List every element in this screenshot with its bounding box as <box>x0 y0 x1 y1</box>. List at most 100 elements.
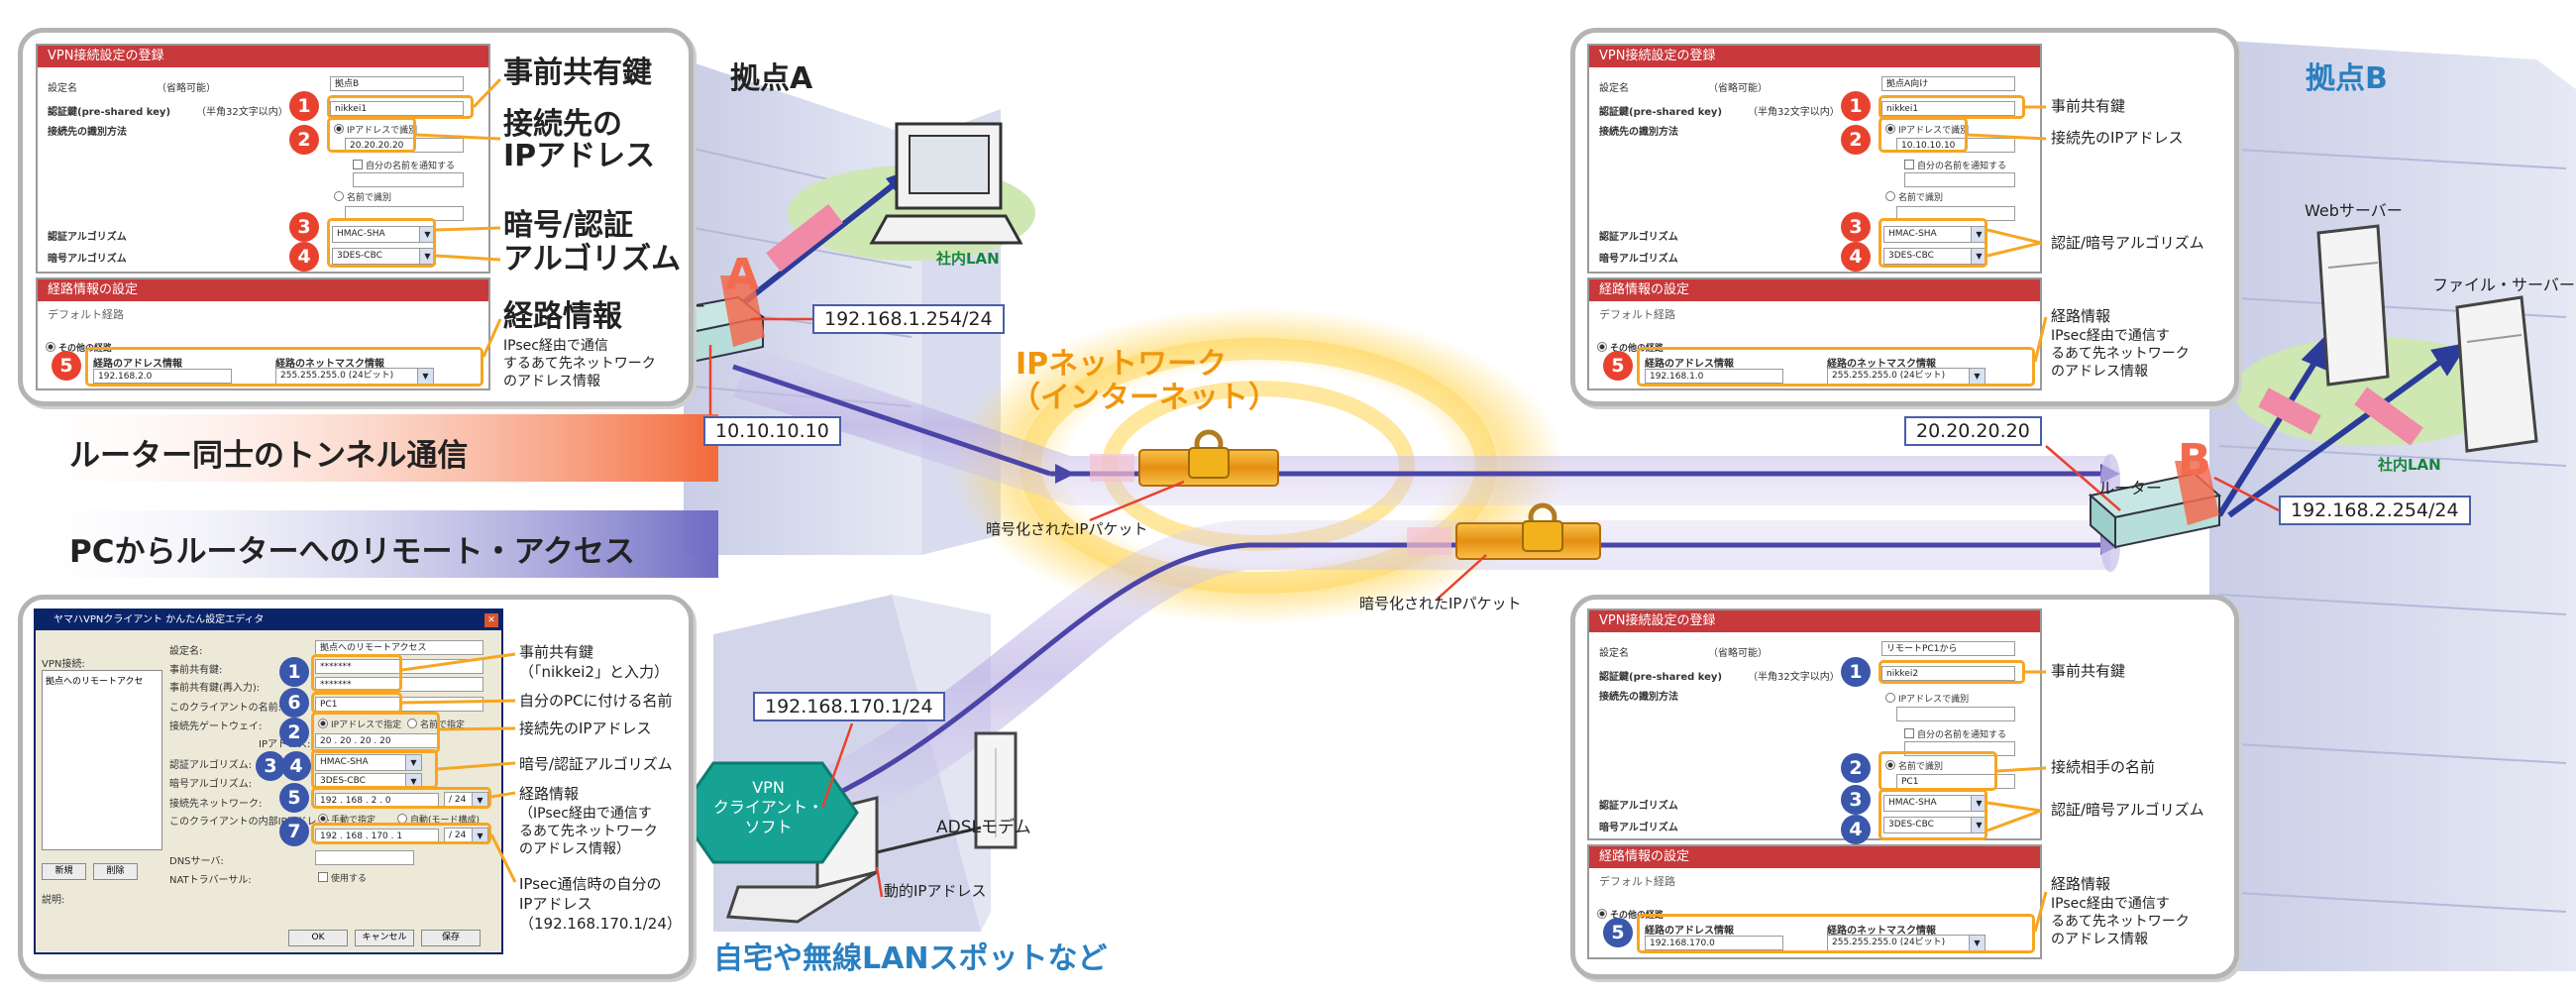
badge-5-a: 5 <box>52 351 81 381</box>
home-title: 自宅や無線LANスポットなど <box>713 941 1108 976</box>
enc-label: 暗号アルゴリズム: <box>169 779 253 790</box>
enc-select[interactable]: 3DES-CBC▼ <box>332 248 436 265</box>
own-ip-manual-radio[interactable]: 手動で指定 <box>318 813 376 826</box>
auth-select[interactable]: HMAC-SHA▼ <box>315 754 422 771</box>
delete-button[interactable]: 削除 <box>93 863 138 880</box>
name-input[interactable]: 拠点へのリモートアクセス <box>315 640 483 655</box>
callout-b1-peer: 接続先のIPアドレス <box>2051 129 2184 147</box>
gateway-label: 接続先ゲートウェイ: <box>169 721 263 732</box>
callout-a-algo-2: アルゴリズム <box>503 242 682 277</box>
peer-ip-input[interactable] <box>1896 707 2015 721</box>
encrypted-packet-label-1: 暗号化されたIPパケット <box>986 520 1148 538</box>
chevron-down-icon: ▼ <box>405 774 421 789</box>
by-ip-radio[interactable]: IPアドレスで識別 <box>1885 692 1969 705</box>
cancel-button[interactable]: キャンセル <box>355 930 414 946</box>
chevron-down-icon: ▼ <box>405 755 421 770</box>
auth-select[interactable]: HMAC-SHA▼ <box>1883 795 1987 812</box>
new-button[interactable]: 新規 <box>42 863 86 880</box>
client-ip: 192.168.170.1/24 <box>753 692 945 721</box>
gateway-ip-input[interactable]: 20 . 20 . 20 . 20 <box>315 733 439 748</box>
connection-tree[interactable]: 拠点へのリモートアクセ <box>42 670 162 850</box>
auth-label: 認証アルゴリズム: <box>169 760 253 771</box>
remote-band <box>0 510 718 578</box>
notify-name-check[interactable]: 自分の名前を通知する <box>353 159 455 171</box>
network-title-2: （インターネット） <box>1011 381 1278 415</box>
nat-check[interactable]: 使用する <box>318 871 367 884</box>
by-ip-radio[interactable]: IPアドレスで識別 <box>334 123 417 136</box>
chevron-down-icon: ▼ <box>1971 249 1986 264</box>
site-b-title: 拠点B <box>2306 61 2388 96</box>
leader-lines <box>708 317 2280 898</box>
chevron-down-icon: ▼ <box>419 227 435 242</box>
callout-a-route: 経路情報 <box>503 299 622 334</box>
name-input[interactable]: 拠点A向け <box>1881 76 2015 91</box>
badge-2-b1: 2 <box>1841 125 1871 155</box>
net-input[interactable]: 192 . 168 . 2 . 0 <box>315 793 439 808</box>
file-server-icon <box>2455 295 2538 453</box>
callout-b2-route: 経路情報 <box>2051 875 2111 893</box>
own-ip-label: このクライアントの内部IPアドレス: <box>169 817 330 828</box>
notify-name-input[interactable] <box>353 172 464 187</box>
gateway-by-name-radio[interactable]: 名前で指定 <box>407 718 465 730</box>
enc-select[interactable]: 3DES-CBC▼ <box>1883 248 1987 265</box>
close-icon[interactable]: ✕ <box>484 613 498 627</box>
router-a-mark: A <box>725 250 760 300</box>
callout-client-own-name: 自分のPCに付ける名前 <box>519 692 673 710</box>
name-label: 設定名 <box>1599 83 1629 94</box>
psk-input[interactable]: nikkei2 <box>1881 666 2015 681</box>
ok-button[interactable]: OK <box>288 930 348 946</box>
adsl-modem-icon <box>974 731 1018 849</box>
psk-input[interactable]: nikkei1 <box>330 101 464 116</box>
enc-label: 暗号アルゴリズム <box>48 254 127 265</box>
chevron-down-icon: ▼ <box>417 369 433 384</box>
badge-1-a: 1 <box>289 91 319 121</box>
dialog-router-a: VPN接続設定の登録 設定名 （省略可能） 拠点B 認証鍵(pre-shared… <box>36 44 490 274</box>
psk-input[interactable]: nikkei1 <box>1881 101 2015 116</box>
by-name-radio[interactable]: 名前で識別 <box>1885 190 1943 203</box>
highlight-psk-b1 <box>1878 95 2025 119</box>
dns-input[interactable] <box>315 850 414 865</box>
route-addr-input[interactable]: 192.168.2.0 <box>93 369 232 384</box>
route-addr-input[interactable]: 192.168.1.0 <box>1645 369 1783 384</box>
chevron-down-icon: ▼ <box>1969 369 1985 384</box>
tree-label: VPN接続: <box>42 659 85 670</box>
by-ip-radio[interactable]: IPアドレスで識別 <box>1885 123 1969 136</box>
name-input[interactable]: 拠点B <box>330 76 464 91</box>
method-label: 接続先の識別方法 <box>1599 127 1678 138</box>
badge-5-client: 5 <box>279 783 309 813</box>
tree-item[interactable]: 拠点へのリモートアクセ <box>46 677 144 687</box>
file-server-label: ファイル・サーバー <box>2432 276 2575 294</box>
enc-select[interactable]: 3DES-CBC▼ <box>1883 817 1987 833</box>
encrypted-packet-upper <box>1090 429 1279 487</box>
name-input[interactable]: リモートPC1から <box>1881 641 2015 656</box>
route-mask-label: 経路のネットマスク情報 <box>275 359 384 370</box>
notify-name-check[interactable]: 自分の名前を通知する <box>1904 727 2006 740</box>
router-b-lan-ip: 192.168.2.254/24 <box>2279 496 2471 525</box>
save-button[interactable]: 保存 <box>421 930 481 946</box>
router-b-mark: B <box>2178 435 2211 486</box>
chevron-down-icon: ▼ <box>419 249 435 264</box>
notify-name-input[interactable] <box>1904 172 2015 187</box>
net-label: 接続先ネットワーク: <box>169 799 263 810</box>
auth-label: 認証アルゴリズム <box>1599 801 1678 812</box>
route-addr-label: 経路のアドレス情報 <box>93 359 182 370</box>
nat-label: NATトラバーサル: <box>169 875 252 886</box>
auth-select[interactable]: HMAC-SHA▼ <box>332 226 436 243</box>
highlight-route-a <box>85 347 483 387</box>
route-addr-input[interactable]: 192.168.170.0 <box>1645 936 1783 950</box>
by-name-radio[interactable]: 名前で識別 <box>334 190 391 203</box>
own-ip-auto-radio[interactable]: 自動(モード構成) <box>397 813 480 826</box>
callout-a-peer-1: 接続先の <box>503 107 622 142</box>
psk-label: 認証鍵(pre-shared key) <box>1599 672 1723 683</box>
web-server-label: Webサーバー <box>2305 201 2403 220</box>
enc-select[interactable]: 3DES-CBC▼ <box>315 773 422 790</box>
by-name-radio[interactable]: 名前で識別 <box>1885 759 1943 772</box>
badge-4-a: 4 <box>289 242 319 272</box>
auth-select[interactable]: HMAC-SHA▼ <box>1883 226 1987 243</box>
method-label: 接続先の識別方法 <box>1599 692 1678 703</box>
gateway-by-ip-radio[interactable]: IPアドレスで指定 <box>318 718 401 730</box>
tunnel-band <box>0 414 718 482</box>
client-title: ヤマハVPNクライアント かんたん設定エディタ <box>54 614 265 625</box>
notify-name-check[interactable]: 自分の名前を通知する <box>1904 159 2006 171</box>
net-mask-select[interactable]: / 24▼ <box>444 792 488 809</box>
